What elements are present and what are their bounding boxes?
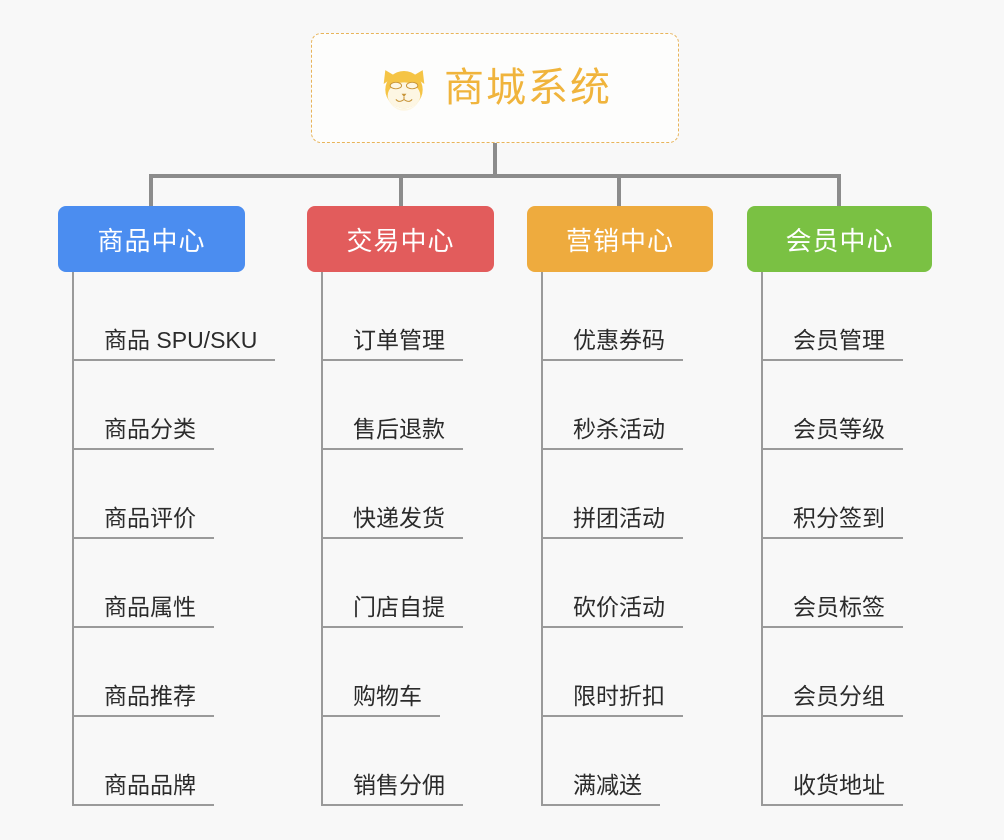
- leaf-label: 门店自提: [353, 593, 445, 620]
- category-header-0[interactable]: 商品中心: [58, 206, 245, 272]
- leaf-label: 收货地址: [793, 771, 885, 798]
- category-label-2: 营销中心: [565, 225, 674, 256]
- list-item[interactable]: 售后退款: [323, 361, 537, 450]
- leaf-label: 购物车: [353, 682, 422, 709]
- list-item[interactable]: 商品 SPU/SKU: [74, 272, 298, 361]
- leaf-label: 优惠券码: [573, 326, 665, 353]
- leaf-label: 限时折扣: [573, 682, 665, 709]
- list-item[interactable]: 订单管理: [323, 272, 537, 361]
- list-item[interactable]: 商品属性: [74, 539, 298, 628]
- connector-drop-2: [617, 174, 621, 208]
- leaf-label: 会员管理: [793, 326, 885, 353]
- leaf-label: 会员标签: [793, 593, 885, 620]
- leaf-label: 售后退款: [353, 415, 445, 442]
- list-item[interactable]: 收货地址: [763, 717, 969, 806]
- connector-drop-3: [837, 174, 841, 208]
- connector-drop-1: [399, 174, 403, 208]
- leaf-label: 拼团活动: [573, 504, 665, 531]
- leaf-label: 销售分佣: [353, 771, 445, 798]
- list-item[interactable]: 商品品牌: [74, 717, 298, 806]
- leaf-label: 商品属性: [104, 593, 196, 620]
- leaf-label: 商品推荐: [104, 682, 196, 709]
- list-item[interactable]: 会员分组: [763, 628, 969, 717]
- list-item[interactable]: 销售分佣: [323, 717, 537, 806]
- list-item[interactable]: 商品分类: [74, 361, 298, 450]
- list-item[interactable]: 会员等级: [763, 361, 969, 450]
- category-header-3[interactable]: 会员中心: [747, 206, 932, 272]
- list-item[interactable]: 秒杀活动: [543, 361, 749, 450]
- list-item[interactable]: 门店自提: [323, 539, 537, 628]
- leaf-label: 订单管理: [353, 326, 445, 353]
- category-column-1: 交易中心 订单管理 售后退款 快递发货 门店自提 购物车 销售分佣: [307, 206, 537, 806]
- category-column-3: 会员中心 会员管理 会员等级 积分签到 会员标签 会员分组 收货地址: [747, 206, 969, 806]
- leaf-list-2: 优惠券码 秒杀活动 拼团活动 砍价活动 限时折扣 满减送: [541, 272, 749, 806]
- leaf-label: 商品品牌: [104, 771, 196, 798]
- leaf-list-3: 会员管理 会员等级 积分签到 会员标签 会员分组 收货地址: [761, 272, 969, 806]
- category-column-2: 营销中心 优惠券码 秒杀活动 拼团活动 砍价活动 限时折扣 满减送: [527, 206, 749, 806]
- list-item[interactable]: 满减送: [543, 717, 749, 806]
- leaf-label: 商品 SPU/SKU: [104, 326, 258, 353]
- category-column-0: 商品中心 商品 SPU/SKU 商品分类 商品评价 商品属性 商品推荐 商品品牌: [58, 206, 298, 806]
- connector-root-stem: [493, 143, 497, 176]
- root-node[interactable]: 商城系统: [311, 33, 679, 143]
- leaf-label: 商品评价: [104, 504, 196, 531]
- leaf-label: 会员分组: [793, 682, 885, 709]
- leaf-list-1: 订单管理 售后退款 快递发货 门店自提 购物车 销售分佣: [321, 272, 537, 806]
- leaf-list-0: 商品 SPU/SKU 商品分类 商品评价 商品属性 商品推荐 商品品牌: [72, 272, 298, 806]
- list-item[interactable]: 购物车: [323, 628, 537, 717]
- list-item[interactable]: 会员标签: [763, 539, 969, 628]
- connector-horizontal-bus: [149, 174, 841, 178]
- leaf-label: 快递发货: [353, 504, 445, 531]
- leaf-label: 会员等级: [793, 415, 885, 442]
- connector-drop-0: [149, 174, 153, 208]
- list-item[interactable]: 快递发货: [323, 450, 537, 539]
- category-label-1: 交易中心: [346, 225, 455, 256]
- list-item[interactable]: 积分签到: [763, 450, 969, 539]
- list-item[interactable]: 会员管理: [763, 272, 969, 361]
- list-item[interactable]: 商品推荐: [74, 628, 298, 717]
- list-item[interactable]: 优惠券码: [543, 272, 749, 361]
- list-item[interactable]: 商品评价: [74, 450, 298, 539]
- category-header-2[interactable]: 营销中心: [527, 206, 713, 272]
- category-label-0: 商品中心: [97, 225, 206, 256]
- leaf-label: 砍价活动: [573, 593, 665, 620]
- shiba-dog-face-icon: [378, 62, 430, 114]
- leaf-label: 秒杀活动: [573, 415, 665, 442]
- list-item[interactable]: 拼团活动: [543, 450, 749, 539]
- list-item[interactable]: 砍价活动: [543, 539, 749, 628]
- list-item[interactable]: 限时折扣: [543, 628, 749, 717]
- leaf-label: 满减送: [573, 771, 642, 798]
- category-header-1[interactable]: 交易中心: [307, 206, 494, 272]
- leaf-label: 商品分类: [104, 415, 196, 442]
- leaf-label: 积分签到: [793, 504, 885, 531]
- root-title: 商城系统: [444, 66, 612, 110]
- category-label-3: 会员中心: [785, 225, 894, 256]
